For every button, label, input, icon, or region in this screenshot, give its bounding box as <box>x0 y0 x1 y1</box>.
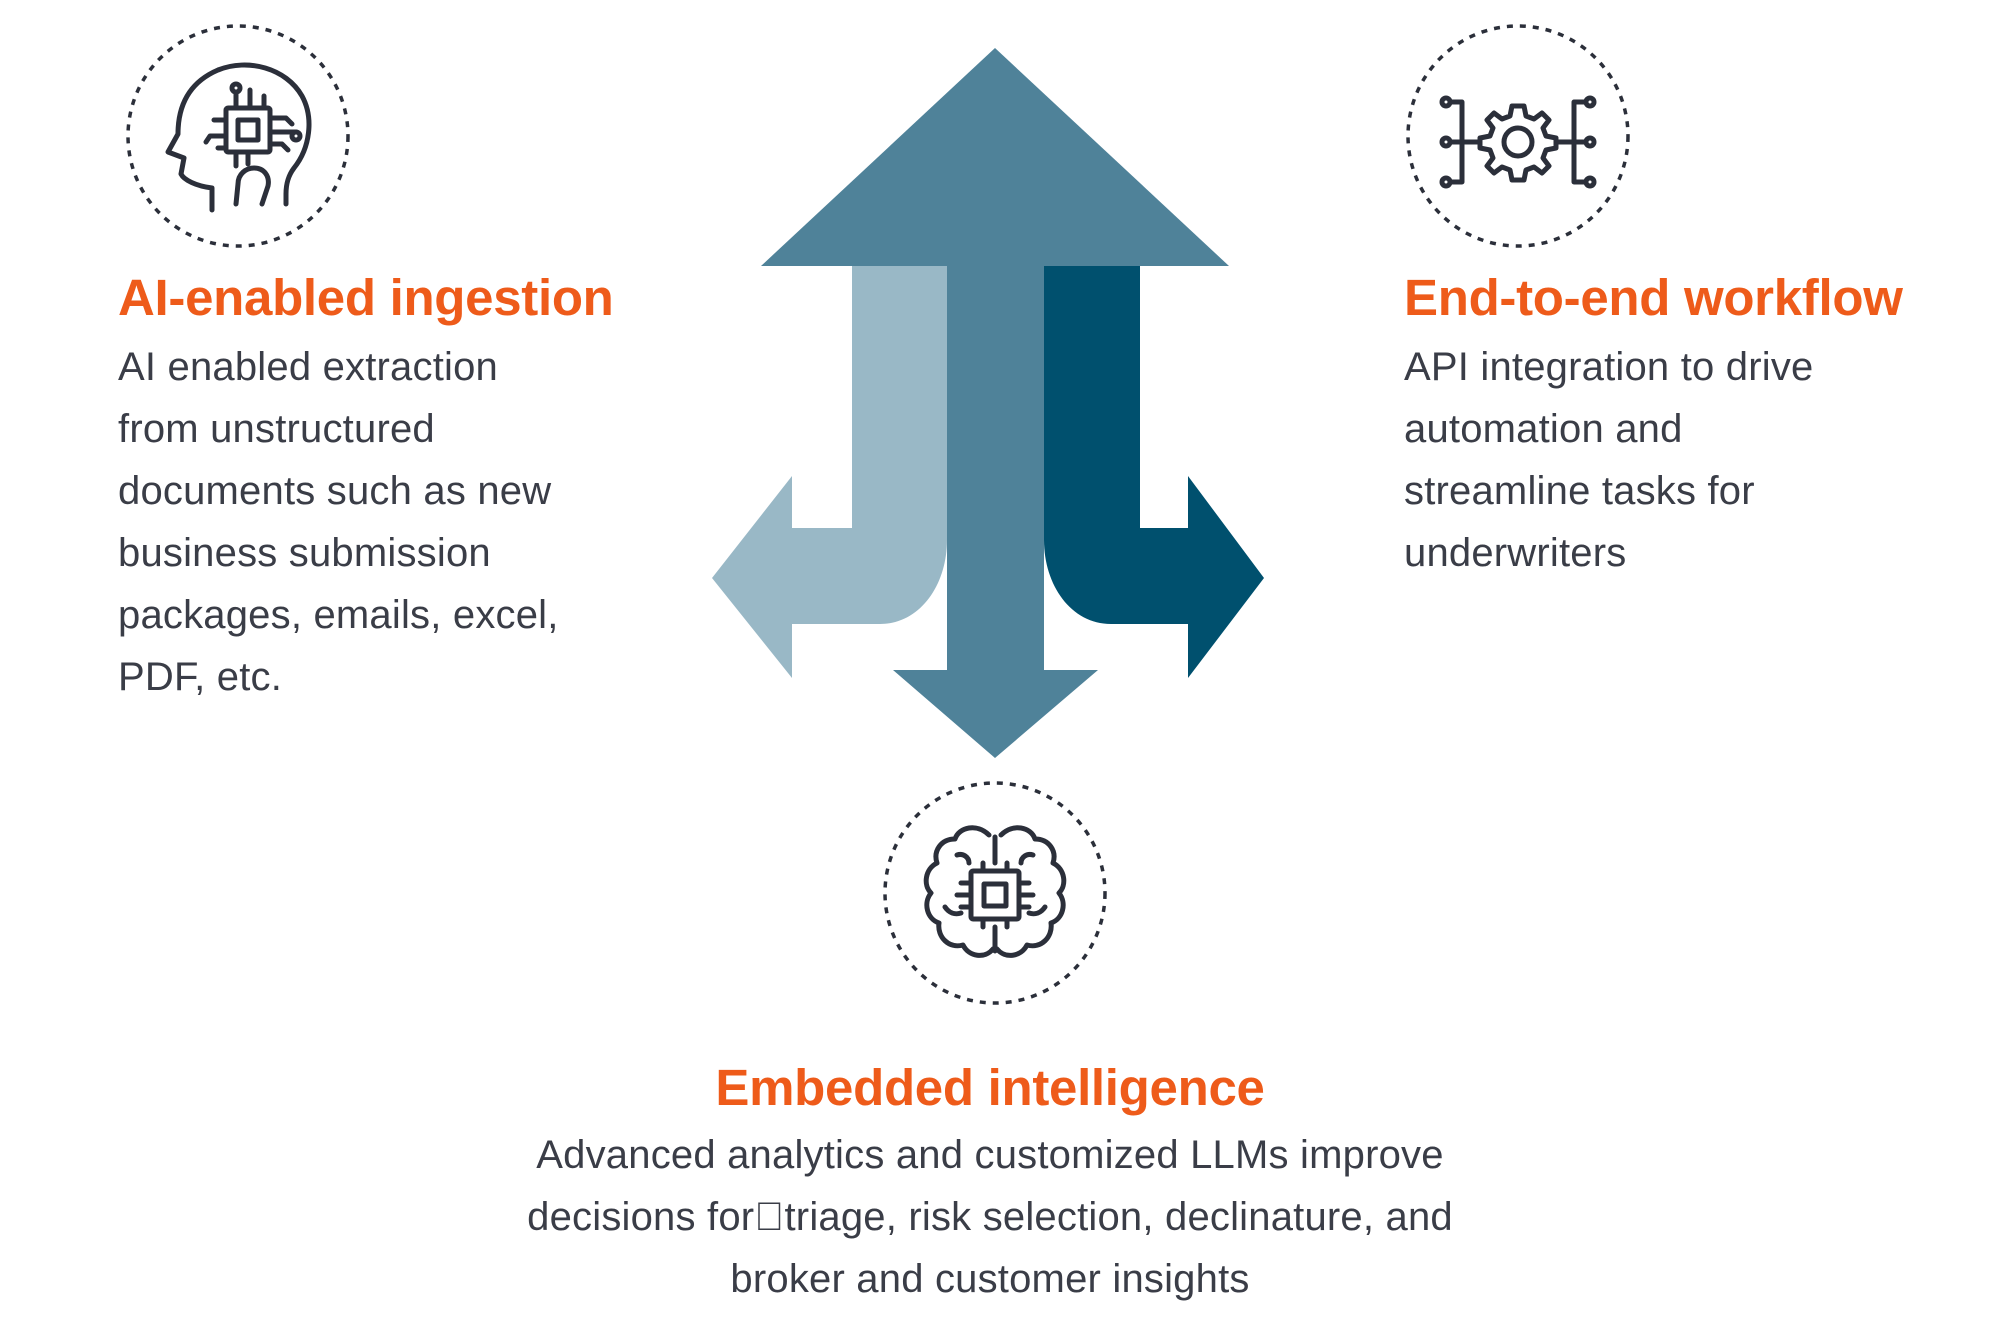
ai-head-chip-icon <box>126 24 350 248</box>
workflow-line: automation and <box>1404 407 1683 451</box>
workflow-line: API integration to drive <box>1404 345 1814 389</box>
left-arrow <box>712 266 947 678</box>
ingestion-line: documents such as new <box>118 469 552 513</box>
intelligence-description: Advanced analytics and customized LLMs i… <box>440 1124 1540 1310</box>
ingestion-line: from unstructured <box>118 407 435 451</box>
ingestion-line: AI enabled extraction <box>118 345 499 389</box>
workflow-description: API integration to drive automation and … <box>1404 336 1813 584</box>
brain-chip-icon <box>883 781 1107 1005</box>
ingestion-description: AI enabled extraction from unstructured … <box>118 336 559 708</box>
up-arrow-head <box>761 48 1229 266</box>
intelligence-line: Advanced analytics and customized LLMs i… <box>536 1133 1444 1177</box>
intelligence-title: Embedded intelligence <box>715 1059 1265 1116</box>
ingestion-line: packages, emails, excel, <box>118 593 559 637</box>
right-arrow <box>1044 266 1264 678</box>
gear-network-icon <box>1406 24 1630 248</box>
intelligence-line: decisions for triage, risk selection, de… <box>527 1195 1453 1239</box>
workflow-title: End-to-end workflow <box>1404 269 1903 326</box>
intelligence-line: broker and customer insights <box>730 1257 1250 1301</box>
down-arrow <box>893 266 1098 758</box>
ingestion-line: PDF, etc. <box>118 655 283 699</box>
ingestion-title: AI-enabled ingestion <box>118 269 614 326</box>
workflow-line: underwriters <box>1404 531 1627 575</box>
workflow-line: streamline tasks for <box>1404 469 1755 513</box>
ingestion-line: business submission <box>118 531 491 575</box>
